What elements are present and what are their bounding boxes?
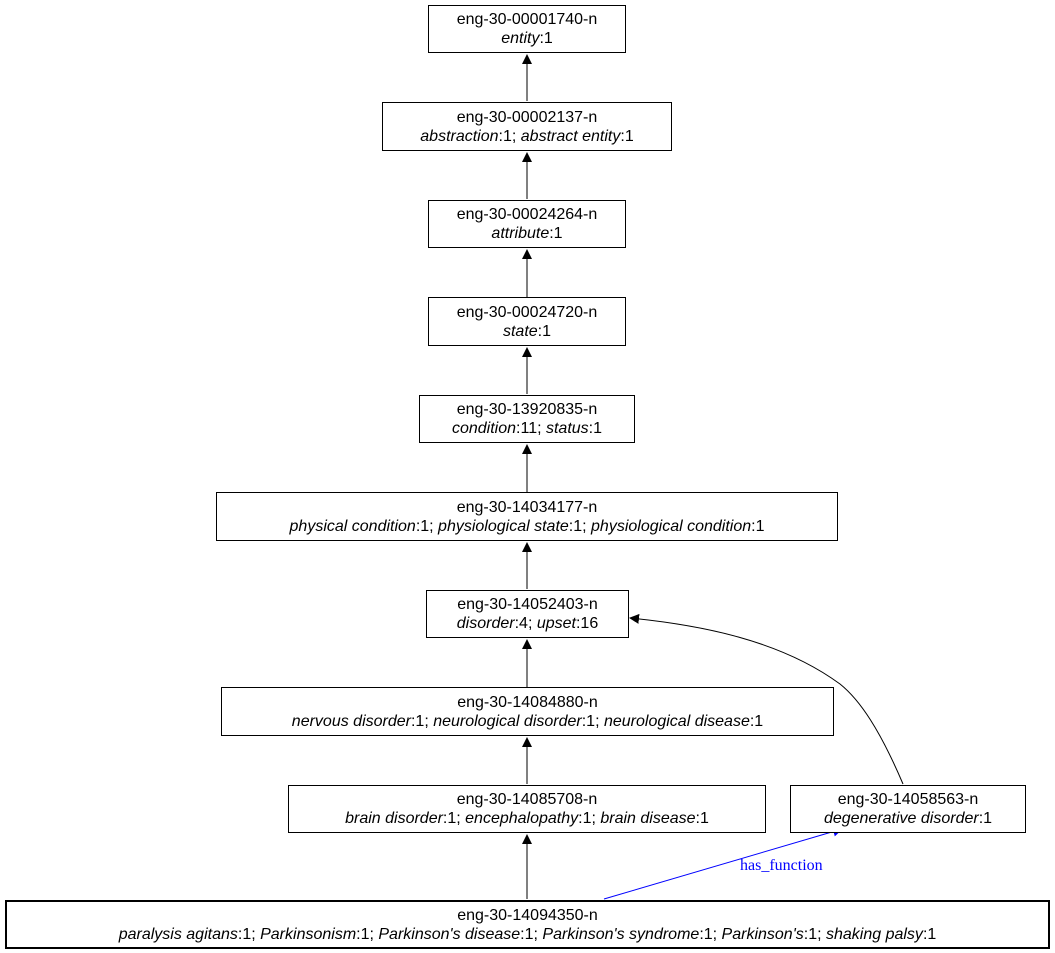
- synset-node-00001740[interactable]: eng-30-00001740-n entity:1: [428, 5, 626, 53]
- synset-lemmas: degenerative disorder:1: [823, 810, 993, 827]
- synset-node-00002137[interactable]: eng-30-00002137-n abstraction:1; abstrac…: [382, 102, 672, 151]
- synset-lemmas: physical condition:1; physiological stat…: [289, 517, 765, 535]
- synset-node-14084880[interactable]: eng-30-14084880-n nervous disorder:1; ne…: [221, 687, 834, 736]
- synset-id: eng-30-14084880-n: [457, 693, 598, 711]
- lemma-word: Parkinson's: [721, 925, 804, 943]
- lemma-word: neurological disorder: [433, 712, 582, 730]
- lemma-word: condition: [451, 420, 517, 437]
- synset-node-00024264[interactable]: eng-30-00024264-n attribute:1: [428, 200, 626, 248]
- synset-node-00024720[interactable]: eng-30-00024720-n state:1: [428, 297, 626, 346]
- lemma-word: shaking palsy: [825, 925, 923, 943]
- lemma-word: nervous disorder: [291, 712, 411, 730]
- lemma-word: brain disease: [600, 810, 696, 827]
- synset-node-14034177[interactable]: eng-30-14034177-n physical condition:1; …: [216, 492, 838, 541]
- synset-id: eng-30-14094350-n: [457, 906, 598, 924]
- synset-id: eng-30-13920835-n: [456, 401, 598, 418]
- edge-label-has-function: has_function: [740, 857, 823, 874]
- synset-node-14052403[interactable]: eng-30-14052403-n disorder:4; upset:16: [426, 590, 629, 638]
- lemma-word: neurological disease: [603, 712, 750, 730]
- lemma-word: attribute: [491, 225, 550, 242]
- synset-lemmas: state:1: [502, 322, 552, 340]
- edge-14058563-to-14052403: [629, 613, 904, 785]
- lemma-word: Parkinson's disease: [378, 925, 521, 943]
- synset-node-14094350-focus[interactable]: eng-30-14094350-n paralysis agitans:1; P…: [5, 900, 1050, 949]
- lemma-word: Parkinson's syndrome: [542, 925, 700, 943]
- synset-node-13920835[interactable]: eng-30-13920835-n condition:11; status:1: [419, 395, 635, 443]
- lemma-word: physiological state: [438, 517, 569, 535]
- synset-id: eng-30-14052403-n: [457, 596, 598, 613]
- lemma-word: encephalopathy: [465, 810, 579, 827]
- synset-lemmas: nervous disorder:1; neurological disorde…: [291, 712, 764, 730]
- synset-id: eng-30-00024720-n: [456, 303, 598, 321]
- lemma-word: Parkinsonism: [260, 925, 357, 943]
- synset-id: eng-30-14034177-n: [456, 498, 598, 516]
- lemma-word: abstraction: [420, 127, 499, 145]
- edge-14094350-to-14058563-has-function: [603, 826, 843, 900]
- lemma-word: disorder: [456, 615, 515, 632]
- lemma-word: abstract entity: [520, 127, 621, 145]
- lemma-word: paralysis agitans: [118, 925, 238, 943]
- lemma-word: physiological condition: [591, 517, 752, 535]
- synset-lemmas: condition:11; status:1: [451, 420, 603, 437]
- lemma-word: physical condition: [289, 517, 416, 535]
- synset-id: eng-30-00002137-n: [456, 108, 598, 126]
- lemma-word: state: [502, 322, 538, 340]
- synset-lemmas: brain disorder:1; encephalopathy:1; brai…: [345, 810, 709, 827]
- synset-lemmas: paralysis agitans:1; Parkinsonism:1; Par…: [118, 925, 937, 943]
- synset-node-14085708[interactable]: eng-30-14085708-n brain disorder:1; ence…: [288, 785, 766, 833]
- synset-id: eng-30-00024264-n: [456, 206, 598, 223]
- synset-lemmas: disorder:4; upset:16: [456, 615, 599, 632]
- synset-node-14058563[interactable]: eng-30-14058563-n degenerative disorder:…: [790, 785, 1026, 833]
- lemma-word: degenerative disorder: [823, 810, 979, 827]
- synset-lemmas: entity:1: [501, 30, 553, 47]
- lemma-word: brain disorder: [345, 810, 443, 827]
- synset-id: eng-30-14085708-n: [456, 791, 598, 808]
- synset-id: eng-30-00001740-n: [456, 11, 598, 28]
- lemma-word: upset: [536, 615, 576, 632]
- synset-id: eng-30-14058563-n: [837, 791, 979, 808]
- lemma-word: status: [545, 420, 589, 437]
- lemma-word: entity: [501, 30, 540, 47]
- synset-lemmas: attribute:1: [491, 225, 563, 242]
- synset-lemmas: abstraction:1; abstract entity:1: [420, 127, 634, 145]
